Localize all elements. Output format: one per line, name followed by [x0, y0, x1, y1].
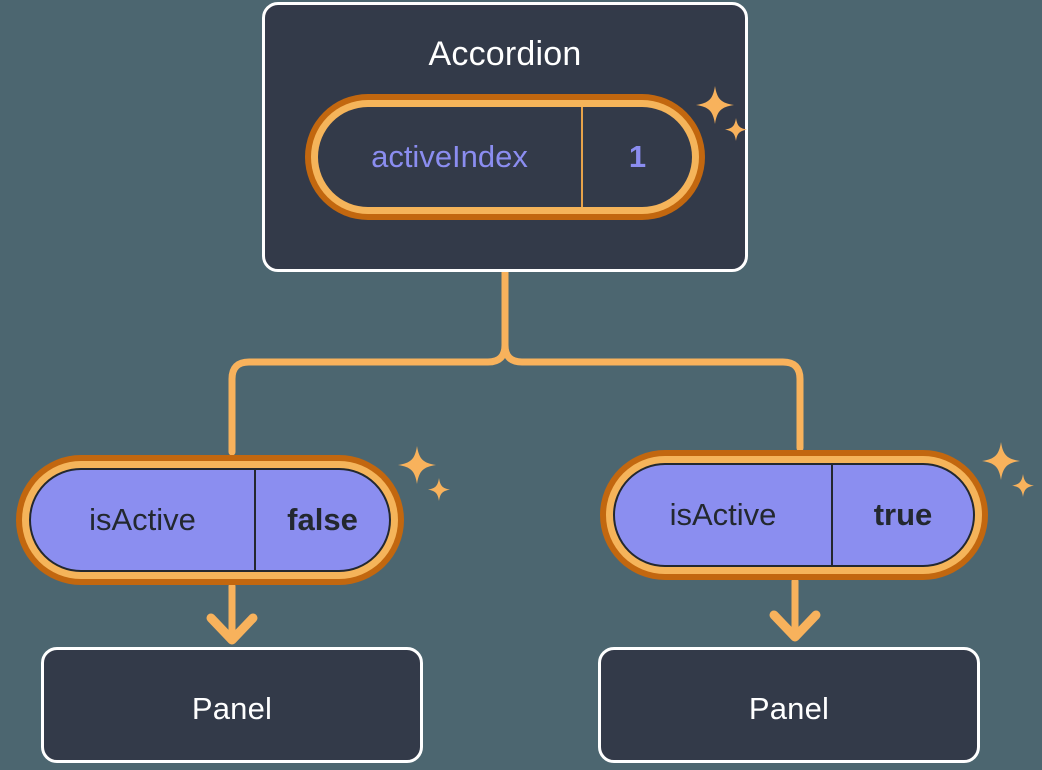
- state-pill-active-index[interactable]: activeIndex 1: [305, 94, 705, 220]
- state-value-is-active-left: false: [287, 502, 358, 537]
- arrow-down-icon: [769, 610, 821, 642]
- state-key-is-active-left: isActive: [31, 470, 256, 570]
- panel-right-title: Panel: [748, 691, 830, 726]
- sparkle-icon: [982, 442, 1034, 497]
- wire-root-split: [228, 268, 509, 456]
- state-value-is-active-right: true: [873, 497, 933, 532]
- component-card-panel-left[interactable]: Panel: [41, 647, 423, 763]
- state-pill-is-active-false[interactable]: isActive false: [16, 455, 404, 585]
- pill-body: activeIndex 1: [318, 107, 692, 207]
- state-key-is-active-right: isActive: [615, 465, 833, 565]
- pill-ring-inner: isActive true: [606, 456, 982, 574]
- pill-body: isActive true: [613, 463, 975, 567]
- state-key-active-index: activeIndex: [318, 107, 583, 207]
- sparkle-icon: [398, 446, 450, 501]
- pill-ring-inner: activeIndex 1: [311, 100, 699, 214]
- state-pill-is-active-true[interactable]: isActive true: [600, 450, 988, 580]
- wire-root-right: [501, 341, 804, 452]
- pill-body: isActive false: [29, 468, 391, 572]
- panel-left-title: Panel: [191, 691, 273, 726]
- arrow-down-icon: [206, 613, 258, 645]
- accordion-title: Accordion: [428, 35, 582, 73]
- state-value-active-index: 1: [628, 139, 647, 174]
- pill-ring-inner: isActive false: [22, 461, 398, 579]
- component-card-panel-right[interactable]: Panel: [598, 647, 980, 763]
